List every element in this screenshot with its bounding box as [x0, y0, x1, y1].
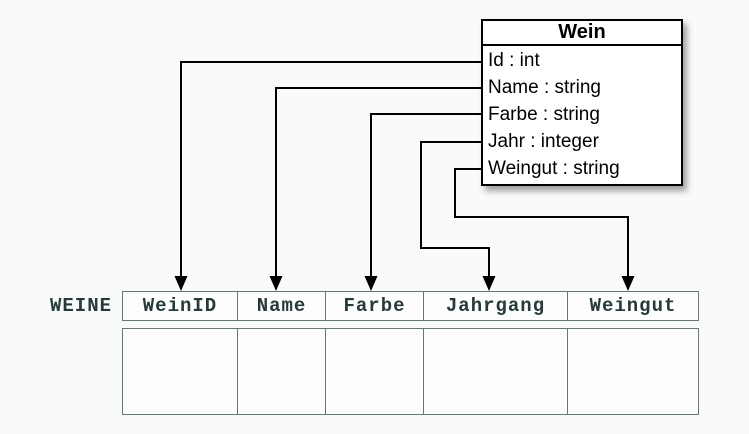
- class-attribute-id: Id : int: [488, 50, 540, 71]
- arrowhead-down-icon: [621, 276, 635, 291]
- column-header-jahrgang: Jahrgang: [423, 292, 567, 320]
- arrowhead-down-icon: [482, 276, 496, 291]
- connector-line-name-to-name: [275, 87, 481, 277]
- class-attribute-weingut: Weingut : string: [488, 158, 620, 179]
- table-cell-empty: [123, 329, 237, 414]
- class-attribute-farbe: Farbe : string: [488, 104, 600, 125]
- column-header-name: Name: [237, 292, 325, 320]
- class-attribute-name: Name : string: [488, 77, 601, 98]
- connector-line-jahr-to-jahrgang: [420, 141, 490, 277]
- class-attribute-list: Id : int Name : string Farbe : string Ja…: [483, 46, 681, 182]
- connector-line-farbe-to-farbe: [370, 113, 481, 277]
- table-cell-empty: [423, 329, 567, 414]
- arrowhead-down-icon: [269, 276, 283, 291]
- table-cell-empty: [325, 329, 423, 414]
- table-body-row: [122, 328, 699, 415]
- class-title: Wein: [483, 21, 681, 46]
- connector-line-id-to-weinid: [180, 61, 481, 277]
- table-header-row: WeinID Name Farbe Jahrgang Weingut: [122, 291, 699, 321]
- arrowhead-down-icon: [174, 276, 188, 291]
- class-attribute-jahr: Jahr : integer: [488, 131, 599, 152]
- uml-class-wein: Wein Id : int Name : string Farbe : stri…: [481, 19, 683, 186]
- column-header-farbe: Farbe: [325, 292, 423, 320]
- table-cell-empty: [567, 329, 698, 414]
- table-cell-empty: [237, 329, 325, 414]
- table-name-label: WEINE: [49, 295, 112, 317]
- arrowhead-down-icon: [364, 276, 378, 291]
- column-header-weingut: Weingut: [567, 292, 698, 320]
- column-header-weinid: WeinID: [142, 295, 218, 317]
